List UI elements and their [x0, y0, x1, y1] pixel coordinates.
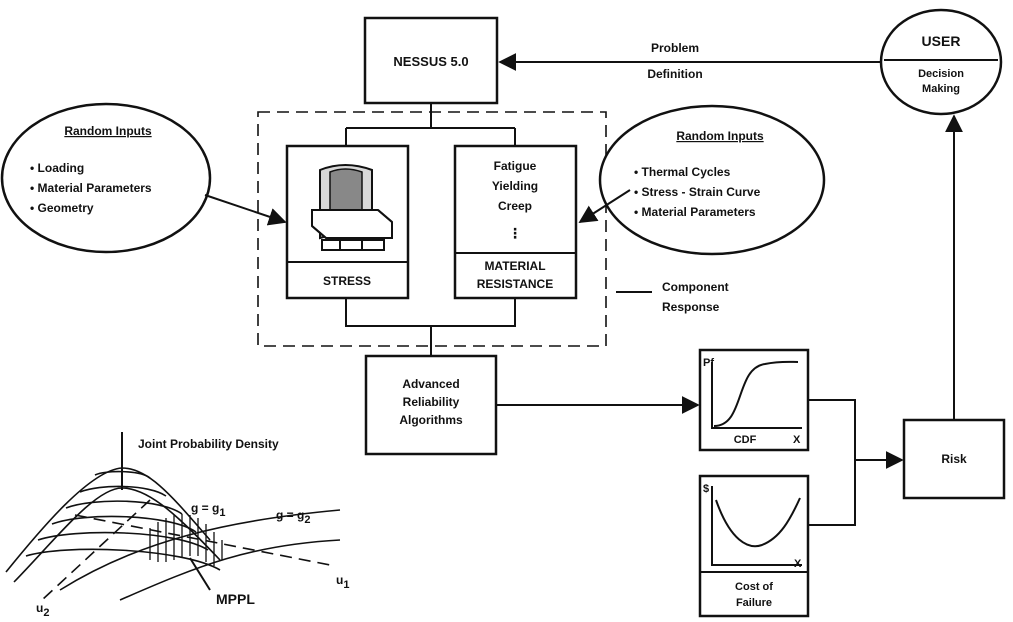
cdf-caption: CDF — [734, 434, 757, 446]
algorithms-line1: Advanced — [402, 377, 459, 391]
jpd-title: Joint Probability Density — [138, 437, 279, 451]
component-response-container — [257, 111, 607, 347]
u2-axis — [41, 499, 151, 601]
material-mode-yielding: Yielding — [492, 179, 538, 193]
plots-merge-connector — [808, 399, 856, 526]
cost-x-label: X — [794, 558, 802, 570]
cdf-y-label: Pf — [703, 357, 714, 369]
cost-caption-line2: Failure — [736, 597, 772, 609]
mppl-label: MPPL — [216, 591, 255, 607]
algorithms-box: Advanced Reliability Algorithms — [364, 354, 498, 456]
component-response-line2: Response — [662, 300, 720, 314]
stress-box: STRESS — [285, 144, 410, 300]
cdf-plot: Pf X CDF — [698, 348, 810, 452]
material-mode-fatigue: Fatigue — [494, 159, 537, 173]
random-inputs-left-item-2: • Material Parameters — [30, 181, 152, 195]
problem-definition-line1: Problem — [651, 41, 699, 55]
g2-label: g = g2 — [276, 508, 310, 526]
material-resistance-box: Fatigue Yielding Creep ⋮ MATERIAL RESIST… — [453, 144, 578, 300]
cost-plot: $ X Cost of Failure — [698, 474, 810, 618]
u1-axis — [74, 514, 331, 566]
component-sketch-icon — [311, 164, 393, 251]
joint-probability-density: Joint Probability Density — [5, 432, 349, 619]
cost-y-label: $ — [703, 483, 709, 495]
cost-caption-line1: Cost of — [735, 581, 773, 593]
nessus-box: NESSUS 5.0 — [363, 16, 499, 105]
mppl-leader — [189, 557, 211, 591]
material-label-line1: MATERIAL — [484, 259, 545, 273]
top-bracket — [345, 127, 516, 146]
random-inputs-right-item-3: • Material Parameters — [634, 205, 756, 219]
material-ellipsis: ⋮ — [508, 225, 522, 241]
left-inputs-arrow — [204, 194, 287, 226]
component-response-line1: Component — [662, 280, 729, 294]
random-inputs-right-title: Random Inputs — [676, 129, 764, 143]
u2-label: u2 — [36, 601, 49, 619]
random-inputs-right-item-1: • Thermal Cycles — [634, 165, 731, 179]
random-inputs-right-item-2: • Stress - Strain Curve — [634, 185, 761, 199]
user-subtitle-line1: Decision — [918, 68, 964, 80]
risk-box: Risk — [902, 418, 1006, 500]
cost-axes — [711, 486, 802, 566]
random-inputs-right: Random Inputs • Thermal Cycles • Stress … — [598, 104, 826, 256]
material-mode-creep: Creep — [498, 199, 532, 213]
cdf-curve — [713, 360, 799, 427]
material-label-line2: RESISTANCE — [477, 277, 553, 291]
algorithms-line2: Reliability — [403, 395, 460, 409]
user-node: USER Decision Making — [879, 8, 1003, 116]
cdf-axes — [711, 362, 802, 429]
user-subtitle-line2: Making — [922, 83, 960, 95]
user-title: USER — [922, 33, 961, 49]
risk-label: Risk — [941, 452, 967, 466]
g1-label: g = g1 — [191, 501, 225, 519]
right-inputs-arrow — [578, 189, 631, 223]
random-inputs-left-title: Random Inputs — [64, 124, 152, 138]
random-inputs-left: Random Inputs • Loading • Material Param… — [0, 102, 212, 254]
cost-curve — [715, 497, 801, 548]
stress-label: STRESS — [323, 274, 371, 288]
random-inputs-left-item-1: • Loading — [30, 161, 84, 175]
cdf-x-label: X — [793, 434, 801, 446]
failure-region-hatch — [149, 514, 223, 566]
algorithms-line3: Algorithms — [399, 413, 463, 427]
nessus-label: NESSUS 5.0 — [393, 54, 468, 69]
problem-definition-line2: Definition — [647, 67, 702, 81]
bottom-bracket — [345, 298, 516, 356]
u1-label: u1 — [336, 573, 349, 591]
random-inputs-left-item-3: • Geometry — [30, 201, 94, 215]
